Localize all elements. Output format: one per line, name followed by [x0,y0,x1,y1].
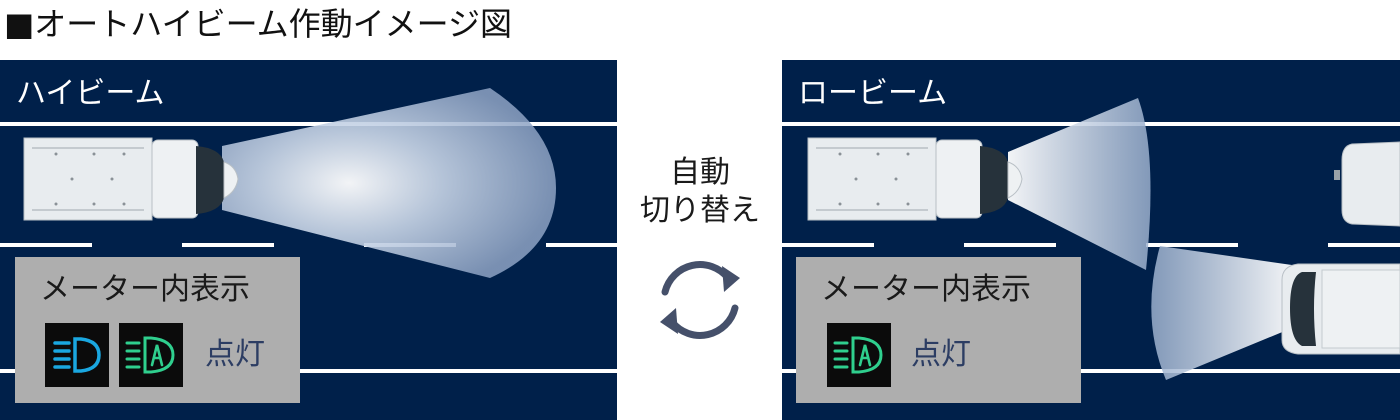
auto-switch-label: 自動 切り替え [620,154,780,230]
oncoming-vehicle [1281,263,1400,355]
meter-display-box: メーター内表示 点灯 [796,257,1081,403]
lane-line [782,369,1400,373]
high-beam-scene: ハイビーム メーター内表示 点灯 [0,60,617,420]
high-beam-light-cone [222,88,556,278]
road-scene [0,88,617,373]
auto-high-beam-indicator-icon [119,323,183,387]
meter-title: メーター内表示 [40,272,250,307]
lane-line [0,369,617,373]
high-beam-indicator-icon [45,323,109,387]
lane-line [0,122,617,126]
own-truck [23,137,239,221]
cycle-arrows-icon [660,261,740,339]
oncoming-light-cone [1151,246,1292,380]
page-title: ■オートハイビーム作動イメージ図 [4,5,512,43]
meter-status: 点灯 [205,337,265,372]
meter-title: メーター内表示 [821,272,1031,307]
low-beam-scene: ロービーム メーター内表示 点灯 [782,60,1400,420]
road-scene [782,98,1400,380]
panel-label: ハイビーム [16,76,165,111]
dashed-center-line [782,243,1400,247]
meter-status: 点灯 [911,337,971,372]
own-truck [807,137,1023,221]
auto-switch-line2: 切り替え [640,193,760,228]
auto-high-beam-indicator-icon [827,323,891,387]
auto-switch-line1: 自動 [670,155,730,190]
panel-label: ロービーム [798,76,948,111]
low-beam-light-cone [1008,98,1151,270]
preceding-vehicle [1334,141,1400,227]
meter-display-box: メーター内表示 点灯 [15,257,300,403]
